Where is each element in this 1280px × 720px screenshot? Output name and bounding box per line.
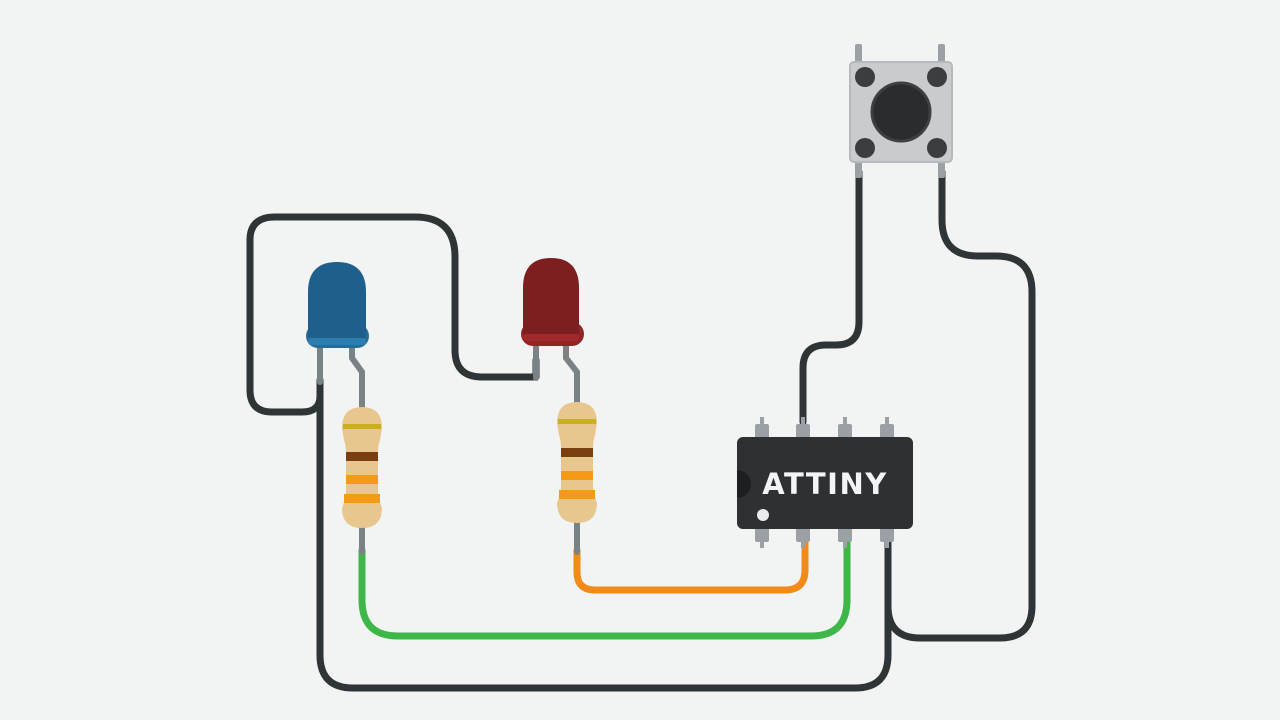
led-red[interactable] bbox=[521, 258, 584, 413]
chip-pin1-dot bbox=[757, 509, 769, 521]
chip-label: ATTINY bbox=[762, 467, 887, 501]
chip-top-pins bbox=[755, 417, 894, 440]
chip-notch bbox=[737, 470, 751, 498]
push-button[interactable] bbox=[849, 44, 953, 178]
resistor-2[interactable] bbox=[557, 395, 597, 555]
chip-bottom-pins bbox=[755, 526, 894, 548]
button-cap[interactable] bbox=[872, 83, 930, 141]
resistor-1[interactable] bbox=[342, 395, 382, 555]
wire-green[interactable] bbox=[358, 536, 851, 640]
button-corner bbox=[855, 138, 875, 158]
button-corner bbox=[927, 67, 947, 87]
led-blue[interactable] bbox=[306, 262, 369, 413]
button-corner bbox=[927, 138, 947, 158]
wire-blue-led-to-red-led[interactable] bbox=[246, 213, 540, 416]
attiny-chip[interactable]: ATTINY bbox=[737, 417, 913, 548]
chip-body bbox=[737, 437, 913, 529]
wire-blue-led-to-chip-gnd[interactable] bbox=[316, 379, 892, 692]
wire-button-to-chip-bottom[interactable] bbox=[884, 168, 1036, 642]
wire-button-to-chip[interactable] bbox=[799, 168, 863, 426]
wire-orange[interactable] bbox=[573, 536, 809, 594]
button-corner bbox=[855, 67, 875, 87]
